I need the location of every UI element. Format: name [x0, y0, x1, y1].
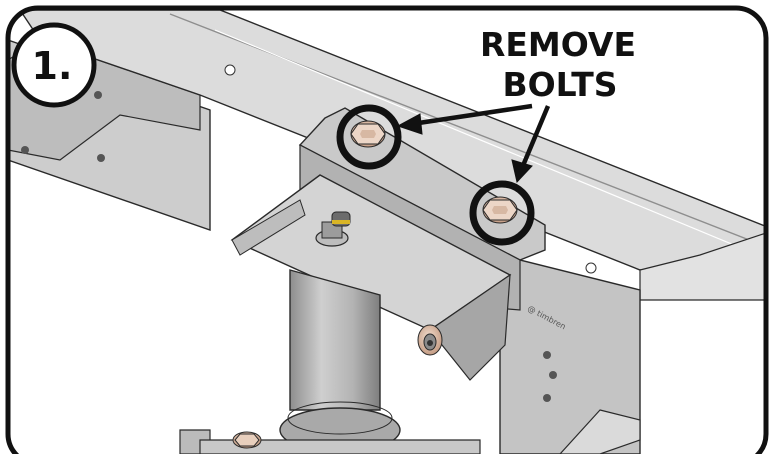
web-hole — [543, 351, 551, 359]
rail-web — [499, 254, 641, 454]
step-badge: 1. — [11, 22, 97, 108]
callout-arrows — [396, 103, 551, 184]
bolt-highlight-circle — [336, 104, 402, 170]
step-number: 1. — [32, 44, 73, 88]
left-hole — [97, 154, 105, 162]
callout-line-2: BOLTS — [502, 65, 617, 104]
rail-hole — [585, 262, 597, 274]
bolt-to-remove — [350, 120, 386, 148]
bolt-highlight-circle — [469, 180, 535, 246]
bracket-lip — [231, 199, 306, 256]
air-spring-cylinder — [289, 269, 381, 411]
web-hole — [543, 394, 551, 402]
callout-line-1: REMOVE — [480, 25, 636, 64]
side-nut — [417, 324, 443, 356]
bolt-to-remove — [482, 196, 518, 224]
arrow-to-bolt-1 — [411, 103, 533, 127]
left-hole — [21, 146, 29, 154]
cylinder-ring — [287, 401, 393, 435]
air-fitting — [315, 211, 351, 247]
arrowhead-icon — [511, 159, 533, 184]
lower-bracket-plate — [199, 439, 481, 454]
arrowhead-icon — [396, 113, 423, 135]
bracket-gusset — [429, 273, 511, 381]
left-hole — [94, 91, 102, 99]
rail-hole — [224, 64, 236, 76]
rail-ridge — [214, 29, 766, 263]
rail-bottom-flange — [558, 409, 641, 454]
web-hole — [549, 371, 557, 379]
panel-border — [5, 5, 769, 454]
arrow-to-bolt-2 — [519, 105, 551, 169]
lower-bolt — [232, 431, 262, 449]
